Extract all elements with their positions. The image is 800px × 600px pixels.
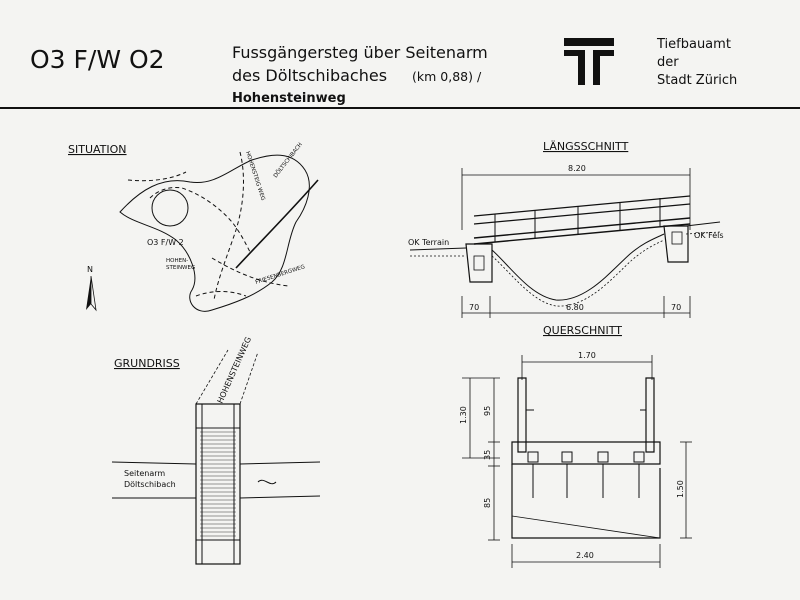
title-line-3: Hohensteinweg	[232, 91, 346, 106]
railing-middle	[473, 203, 691, 225]
abutment-left-bearing	[473, 255, 485, 271]
abutment-top	[195, 403, 241, 429]
main-road	[235, 179, 319, 269]
dim-total: 8.20	[568, 164, 586, 173]
abutment-left	[465, 243, 493, 283]
dim-middle: 6.80	[566, 303, 584, 312]
dim-top-width: 1.70	[578, 351, 596, 360]
bank-top-left	[111, 461, 197, 465]
map-outline	[119, 154, 310, 312]
deck-bottom	[473, 223, 691, 245]
post-left	[517, 377, 527, 453]
north-label: N	[87, 265, 93, 274]
dim-left: 70	[469, 303, 479, 312]
path-edge-right	[239, 351, 259, 405]
terrain-left	[409, 247, 467, 251]
abutment-right	[663, 225, 689, 263]
rock-label: OK Fels	[694, 231, 724, 240]
object-circle	[151, 189, 189, 227]
north-arrow-icon	[86, 275, 97, 312]
deck-top	[473, 217, 691, 239]
cross-section: QUERSCHNITT 1.70	[459, 324, 692, 568]
situation-label: SITUATION	[68, 143, 127, 156]
dim-1-50: 1.50	[676, 480, 685, 498]
abutment-bottom	[195, 539, 241, 565]
longitudinal-section: LÄNGSSCHNITT 8.20 OK Terrain OK F	[408, 140, 724, 318]
footpath-west	[127, 171, 187, 182]
hohensteinweg-label-1: HOHEN-	[166, 258, 188, 264]
flow-arrow-icon	[257, 479, 277, 485]
dim-bottom-width: 2.40	[576, 551, 594, 560]
friesenberg-path	[211, 257, 289, 287]
laengsschnitt-label: LÄNGSSCHNITT	[543, 140, 629, 153]
stream-bed	[491, 233, 665, 301]
bank-top-right	[239, 461, 321, 465]
dim-1-30: 1.30	[459, 406, 468, 424]
terrain-right	[685, 221, 721, 227]
object-label: O3 F/W 2	[147, 238, 184, 247]
road-label-friesenberg: FRIESENBERGWEG	[255, 264, 306, 286]
title-line-2: des Döltschibaches	[232, 66, 387, 85]
plan-road-label: HOHENSTEINWEG	[216, 335, 253, 404]
foundation-slope	[511, 515, 661, 539]
plan-view: GRUNDRISS HOHENSTEINWEG	[111, 335, 321, 565]
terrain-label: OK Terrain	[408, 238, 449, 247]
dim-85: 85	[483, 498, 492, 508]
path-edge-left	[195, 349, 229, 405]
hohensteig-path	[213, 151, 244, 301]
footpath-south	[195, 291, 247, 297]
abutment-body	[511, 464, 661, 539]
water-label-2: Döltschibach	[124, 480, 176, 489]
title-line-1: Fussgängersteg über Seitenarm	[232, 43, 488, 62]
water-label-1: Seitenarm	[124, 469, 165, 478]
drawing-code: O3 F/W O2	[30, 45, 165, 74]
bank-bottom-right	[239, 495, 321, 499]
road-label-doeltschibach: DÖLTSCHIBACH	[272, 141, 304, 179]
road-label-hohensteig: HOHENSTEIG WEG	[244, 151, 266, 202]
tiefbauamt-logo	[564, 38, 614, 85]
beams	[527, 451, 645, 498]
rock-right	[685, 231, 721, 235]
deck-slab	[511, 441, 661, 465]
railing-top	[473, 195, 691, 217]
situation-plan: SITUATION O3 F/W 2 HOHEN- STEINWEG HOHEN…	[68, 141, 319, 312]
km-label: (km 0,88) /	[412, 69, 482, 84]
dim-95: 95	[483, 406, 492, 416]
abutment-right-bearing	[671, 231, 683, 245]
deck-planks	[200, 427, 236, 537]
railing-posts	[494, 198, 661, 242]
org-line-2: der	[657, 55, 679, 70]
hohensteinweg-path	[149, 187, 251, 253]
org-line-3: Stadt Zürich	[657, 73, 737, 88]
rock-line	[491, 239, 665, 307]
title-block: O3 F/W O2 Fussgängersteg über Seitenarm …	[30, 37, 737, 106]
post-right	[645, 377, 655, 453]
dim-35: 35	[483, 450, 492, 460]
hohensteinweg-label-2: STEINWEG	[166, 265, 195, 271]
querschnitt-label: QUERSCHNITT	[543, 324, 622, 337]
grundriss-label: GRUNDRISS	[114, 357, 180, 370]
org-line-1: Tiefbauamt	[656, 37, 731, 52]
dim-right: 70	[671, 303, 681, 312]
